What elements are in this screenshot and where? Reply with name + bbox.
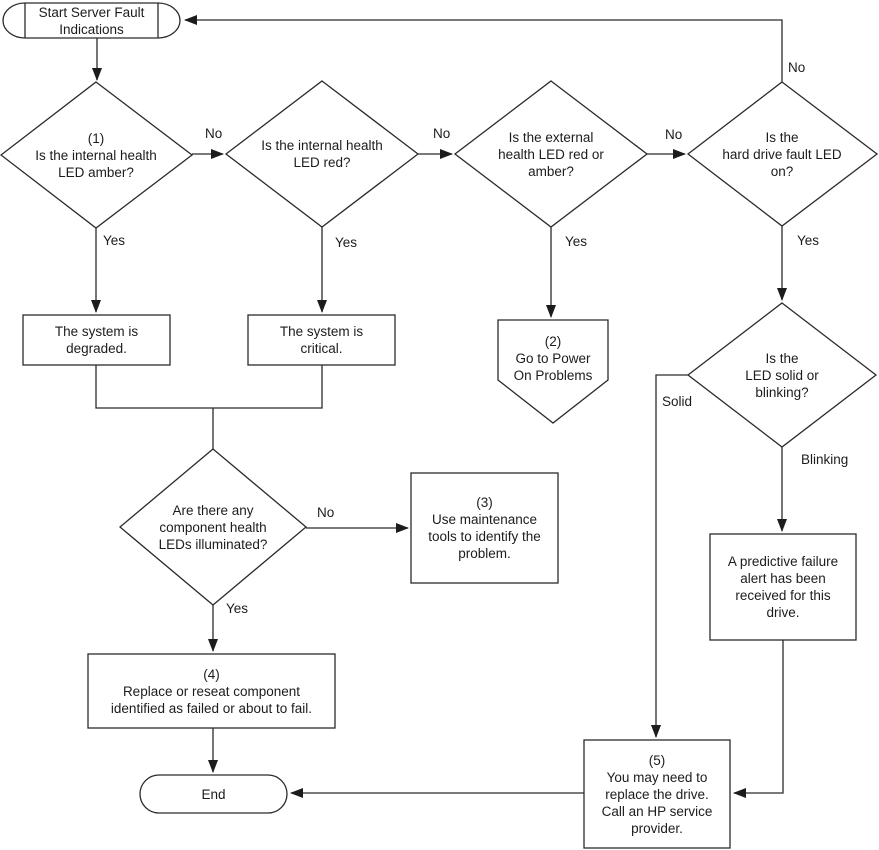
decision-component-leds-shape (118, 448, 308, 606)
goto-power-on-label: (2) Go to Power On Problems (513, 333, 593, 383)
decision-internal-amber-shape (0, 81, 194, 229)
connector-predictive-to-replace-drive (733, 640, 784, 798)
decision-component-leds-label: Are there any component health LEDs illu… (158, 502, 268, 552)
decision-internal-red-shape (224, 80, 420, 228)
edge-label-external-no: No (665, 127, 683, 142)
decision-internal-red-label: Is the internal health LED red? (261, 138, 383, 170)
system-degraded-label: The system is degraded. (54, 324, 139, 356)
use-maintenance-tools-label: (3) Use maintenance tools to identify th… (428, 495, 541, 561)
edge-label-component-no: No (317, 505, 335, 520)
end-node-label: End (201, 786, 226, 802)
connector-hard-drive-no-to-start (184, 15, 783, 82)
decision-solid-blinking-shape (686, 302, 878, 448)
start-node-label: Start Server Fault Indications (38, 4, 145, 37)
decision-external-red-amber-shape (453, 80, 649, 228)
system-critical-label: The system is critical. (279, 324, 364, 356)
decision-hard-drive-fault-shape (686, 81, 879, 227)
edge-label-hard-drive-no: No (788, 60, 806, 75)
replace-drive-shape (583, 739, 731, 849)
predictive-failure-shape (709, 533, 857, 641)
system-critical-shape (247, 314, 396, 366)
edge-label-internal-red-no: No (433, 126, 451, 141)
use-maintenance-tools-shape (410, 472, 559, 584)
replace-drive-label: (5) You may need to replace the drive. C… (601, 752, 713, 836)
replace-reseat-label: (4) Replace or reseat component identifi… (110, 666, 313, 716)
connector-solid (651, 374, 688, 738)
edge-label-solid: Solid (662, 394, 693, 409)
edge-label-internal-red-yes: Yes (335, 235, 358, 250)
goto-power-on-shape (497, 319, 609, 424)
edge-label-component-yes: Yes (226, 601, 249, 616)
decision-solid-blinking-label: Is the LED solid or blinking? (745, 350, 819, 400)
end-terminator-shape (139, 774, 288, 814)
system-degraded-shape (22, 314, 171, 366)
edge-label-internal-amber-yes: Yes (103, 233, 126, 248)
connector-merge-degraded-critical (95, 365, 323, 409)
predictive-failure-label: A predictive failure alert has been rece… (727, 554, 839, 620)
decision-internal-amber-label: (1) Is the internal health LED amber? (35, 130, 157, 180)
edge-label-internal-amber-no: No (205, 126, 223, 141)
decision-hard-drive-fault-label: Is the hard drive fault LED on? (722, 129, 842, 179)
replace-reseat-shape (87, 653, 336, 729)
decision-external-red-amber-label: Is the external health LED red or amber? (498, 129, 604, 179)
edge-label-blinking: Blinking (801, 452, 849, 467)
edge-label-hard-drive-yes: Yes (797, 233, 820, 248)
edge-label-external-yes: Yes (565, 234, 588, 249)
